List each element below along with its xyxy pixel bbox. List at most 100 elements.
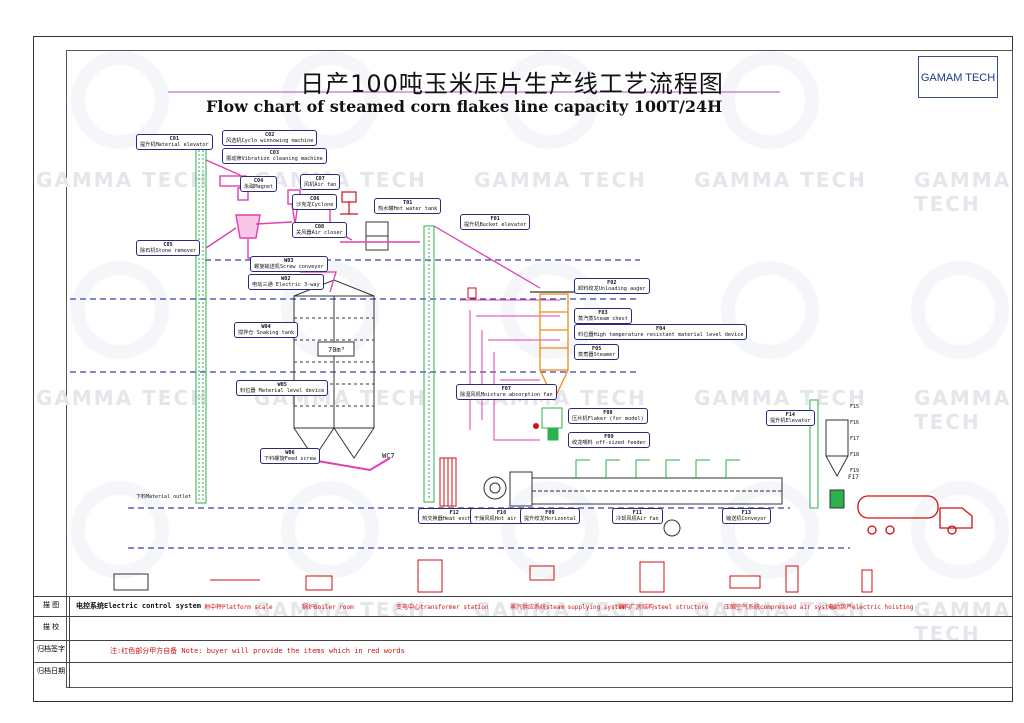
equipment-code: C01 — [169, 136, 180, 142]
cooling-hoods — [575, 459, 740, 478]
equipment-label: 蒸汽蒸Steam chest — [578, 316, 628, 322]
flaker-f08 — [541, 407, 563, 441]
legend-row-2 — [33, 616, 1013, 617]
equipment-label: 除湿风机Moisture absorption fan — [460, 392, 553, 398]
equipment-code: F12 — [449, 510, 459, 516]
heat-exchanger-f12 — [439, 457, 457, 507]
legend-row-top — [33, 596, 1013, 597]
chart-title-en: Flow chart of steamed corn flakes line c… — [206, 97, 723, 116]
equipment-code: F10 — [496, 510, 507, 516]
equipment-label: 电动三通 Electric 3-way — [252, 282, 320, 288]
equipment-code: W05 — [277, 382, 287, 388]
equipment-label: 蒸煮器Steamer — [578, 352, 616, 358]
equipment-code: F01 — [490, 216, 500, 222]
equipment-label: 搅拌仓 Soaking tank — [238, 330, 295, 336]
cooler-conveyor — [531, 477, 783, 505]
equipment-label: 提升机Material elevator — [140, 142, 209, 148]
equipment-code: F09 — [545, 510, 555, 516]
legend-row-label: 描 校 — [33, 622, 70, 632]
equipment-code: F09 — [604, 434, 614, 440]
equipment-code: W06 — [285, 450, 295, 456]
watermark-text: GAMMA TECH — [36, 386, 209, 410]
equipment-label: 料位器 Material level device — [240, 388, 325, 394]
equipment-code: F02 — [607, 280, 617, 286]
watermark-text: GAMMA TECH — [694, 598, 867, 622]
bin-volume-label: 70m³ — [328, 346, 345, 354]
legend-column-divider — [69, 596, 70, 688]
legend-item: 地中秤Platform scale — [204, 604, 273, 611]
bucket-elevator-f01 — [423, 225, 435, 503]
watermark-text: GAMMA TECH — [914, 168, 1012, 216]
fan-icon — [340, 191, 358, 215]
equipment-code: F11 — [632, 510, 642, 516]
equipment-label: 提升机Bucket elevator — [464, 222, 527, 228]
equipment-label: 卸料绞龙Unloading auger — [578, 286, 646, 292]
equipment-label: 料位器High temperature resistant material l… — [578, 332, 744, 338]
equipment-code: C04 — [253, 178, 264, 184]
equipment-label: 干燥风机Hot air fan — [474, 516, 530, 522]
equipment-label: 螺旋输送机Screw conveyor — [254, 264, 324, 270]
drawing-inner-border — [66, 50, 1013, 688]
equipment-code: C08 — [314, 224, 325, 230]
legend-row-label: 描 图 — [33, 600, 70, 610]
wc7-label: WC7 — [382, 452, 395, 460]
equipment-label: 除石机Stone remover — [140, 248, 197, 254]
f-code-label: F17 — [850, 436, 860, 442]
watermark-text: GAMMA TECH — [694, 386, 867, 410]
legend-item: 钢构厂房结构steel structure — [618, 604, 709, 611]
legend-item: 压缩空气系统compressed air system — [724, 604, 836, 611]
equipment-code: F07 — [501, 386, 511, 392]
soaking-tanks-w04 — [293, 279, 375, 459]
equipment-code: C03 — [269, 150, 280, 156]
legend-item: 蒸汽供应系统steam supplying system — [510, 604, 626, 611]
legend-item: 电动葫芦electric hoisting — [828, 604, 914, 611]
equipment-label: 下料螺旋Feed screw — [264, 456, 316, 462]
gear-watermark-icons — [71, 51, 1009, 579]
equipment-code: C02 — [265, 132, 275, 138]
f-code-label: F16 — [850, 420, 860, 426]
chart-title-cn: 日产100吨玉米压片生产线工艺流程图 — [300, 70, 724, 98]
equipment-code: W03 — [284, 258, 294, 264]
company-logo: GAMAM TECH — [918, 56, 998, 98]
f-code-label: F19 — [850, 468, 860, 474]
equipment-label: 关风器Air closer — [296, 230, 343, 236]
material-elevator-c01 — [195, 147, 207, 504]
legend-row-label: 归档日期 — [33, 666, 70, 676]
equipment-code: F14 — [785, 412, 795, 418]
watermark-text: GAMMA TECH — [474, 168, 647, 192]
equipment-label: 输送机Conveyor — [726, 516, 767, 522]
f-code-label: F15 — [850, 404, 860, 410]
legend-icons — [113, 559, 873, 593]
watermark-text: GAMMA TECH — [474, 598, 647, 622]
watermark-text: GAMMA TECH — [914, 598, 1012, 646]
equipment-code: F03 — [598, 310, 608, 316]
equipment-code: F08 — [603, 410, 613, 416]
material-outlet-label: 下料Material outlet — [136, 494, 192, 500]
equipment-code: C06 — [310, 196, 320, 202]
equipment-code: F04 — [656, 326, 666, 332]
equipment-label: 沙克龙Cyclone — [296, 202, 334, 208]
legend-item: 变电中心transformer station — [396, 604, 489, 611]
legend-row-label: 归档签字 — [33, 644, 70, 654]
air-fan-f11 — [663, 519, 681, 537]
